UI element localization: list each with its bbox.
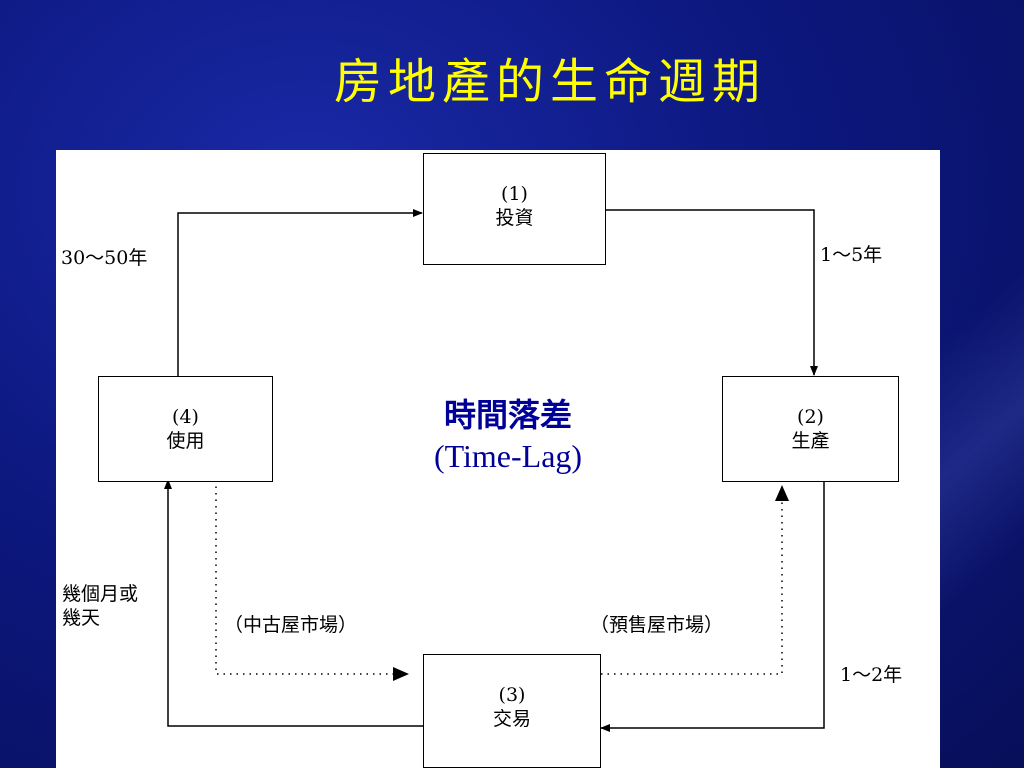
edge-use-to-investment bbox=[177, 209, 423, 376]
node-transaction-label: 交易 bbox=[492, 708, 531, 730]
node-use: (4) 使用 bbox=[98, 376, 273, 482]
time-lag-en: (Time-Lag) bbox=[433, 438, 583, 474]
node-transaction-num: (3) bbox=[498, 684, 526, 706]
edge-used-market bbox=[215, 480, 409, 681]
node-investment-num: (1) bbox=[501, 183, 528, 205]
edge-label-production-to-transaction: 1～2年 bbox=[840, 664, 903, 686]
node-investment-label: 投資 bbox=[495, 207, 534, 229]
diagram-connectors bbox=[164, 209, 825, 732]
node-use-label: 使用 bbox=[166, 430, 205, 452]
edge-transaction-to-use bbox=[164, 479, 424, 727]
node-production-label: 生產 bbox=[791, 430, 830, 452]
node-production-num: (2) bbox=[797, 406, 824, 428]
edge-label-investment-to-production: 1～5年 bbox=[820, 244, 883, 266]
node-transaction: (3) 交易 bbox=[423, 654, 601, 768]
edge-label-use-to-investment: 30～50年 bbox=[61, 247, 148, 269]
node-production: (2) 生產 bbox=[722, 376, 899, 482]
node-use-num: (4) bbox=[172, 406, 199, 428]
diagram-panel: (1) 投資 (2) 生產 (3) 交易 (4) 使用 時間落差 (Time-L… bbox=[56, 150, 940, 768]
slide-title: 房地產的生命週期 bbox=[333, 54, 766, 110]
node-investment: (1) 投資 bbox=[423, 153, 606, 265]
edge-presale-market bbox=[601, 485, 789, 675]
edge-production-to-transaction bbox=[600, 482, 825, 732]
edge-label-transaction-to-use: 幾個月或 幾天 bbox=[62, 583, 139, 629]
used-market-label: （中古屋市場） bbox=[224, 614, 358, 636]
time-lag-zh: 時間落差 bbox=[443, 396, 572, 434]
edge-investment-to-production bbox=[606, 209, 818, 376]
presale-market-label: （預售屋市場） bbox=[590, 614, 724, 636]
